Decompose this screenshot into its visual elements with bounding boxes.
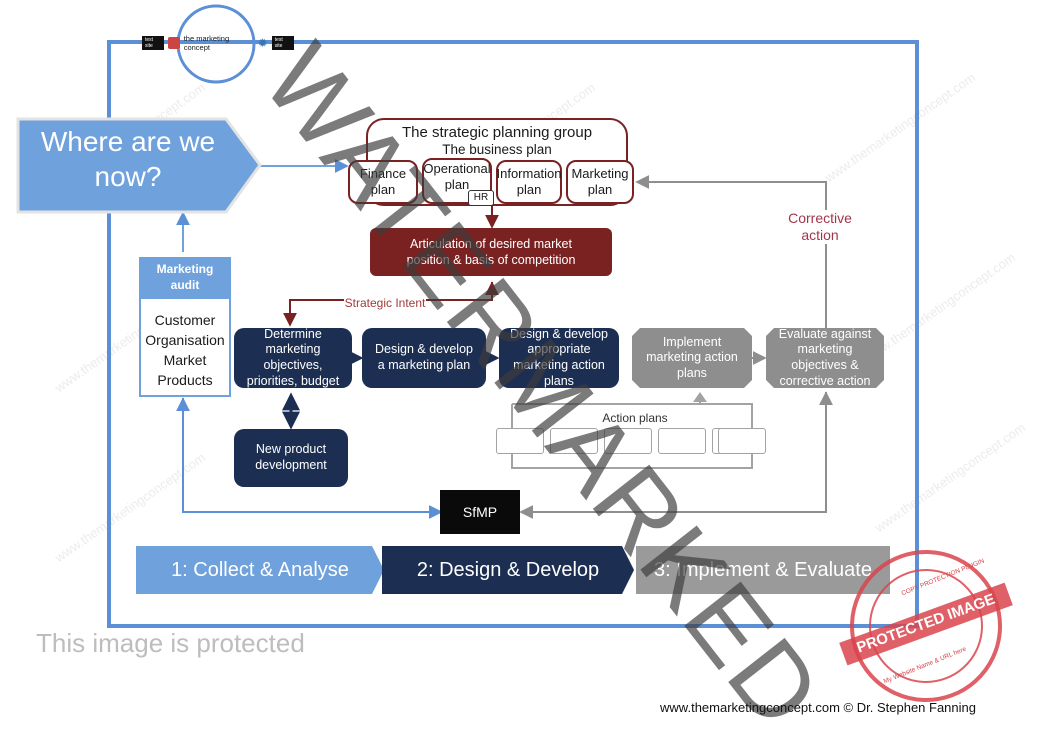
implement-box: Implement marketing action plans [632, 328, 752, 388]
action-plan-slot [658, 428, 706, 454]
where-are-we-label: Where are we now? [40, 126, 216, 192]
information-plan-box: Information plan [496, 160, 562, 204]
diagram-frame [107, 40, 919, 628]
action-plan-slot [496, 428, 544, 454]
audit-item-products: Products [157, 372, 213, 388]
diagram-canvas: www.themarketingconcept.com www.themarke… [16, 4, 1028, 750]
phase-design-develop: 2: Design & Develop [382, 546, 634, 594]
hr-badge: HR [468, 190, 494, 206]
audit-item-market: Market [163, 352, 207, 368]
articulation-box: Articulation of desired market position … [370, 228, 612, 276]
design-action-plans-box: Design & develop appropriate marketing a… [499, 327, 619, 388]
phase-collect-analyse: 1: Collect & Analyse [136, 546, 384, 594]
marketing-plan-box: Marketing plan [566, 160, 634, 204]
sfmp-box: SfMP [440, 490, 520, 534]
header-right-tag: test site [271, 36, 294, 50]
evaluate-box: Evaluate against marketing objectives & … [766, 328, 884, 388]
finance-plan-box: Finance plan [348, 160, 418, 204]
action-plan-slot [718, 428, 766, 454]
corrective-action-label: Corrective action [780, 210, 860, 244]
audit-item-customer: Customer [154, 312, 216, 328]
determine-objectives-box: Determine marketing objectives, prioriti… [234, 327, 352, 388]
action-plans-label: Action plans [602, 411, 668, 425]
new-product-box: New product development [234, 429, 348, 487]
header-left-tag: test site [142, 36, 165, 50]
marketing-audit-header: Marketing audit [139, 257, 231, 299]
audit-item-organisation: Organisation [145, 332, 225, 348]
strategic-intent-label: Strategic Intent [344, 296, 426, 311]
action-plan-slot [550, 428, 598, 454]
where-are-we-shape [16, 117, 262, 214]
design-marketing-plan-box: Design & develop a marketing plan [362, 328, 486, 388]
strategic-group-title: The strategic planning group [401, 124, 593, 141]
footer-credit: www.themarketingconcept.com © Dr. Stephe… [660, 700, 976, 715]
strategic-group-subtitle: The business plan [442, 142, 552, 157]
connector-lines [176, 159, 833, 519]
protected-text: This image is protected [36, 628, 305, 658]
logo-icon [168, 37, 180, 49]
phase-implement-evaluate: 3: Implement & Evaluate [636, 546, 890, 594]
logo-row: test site the marketing concept ✹ test s… [142, 34, 294, 52]
action-plan-slot [604, 428, 652, 454]
brand-name: the marketing concept [183, 34, 230, 52]
gear-icon: ✹ [257, 36, 268, 50]
